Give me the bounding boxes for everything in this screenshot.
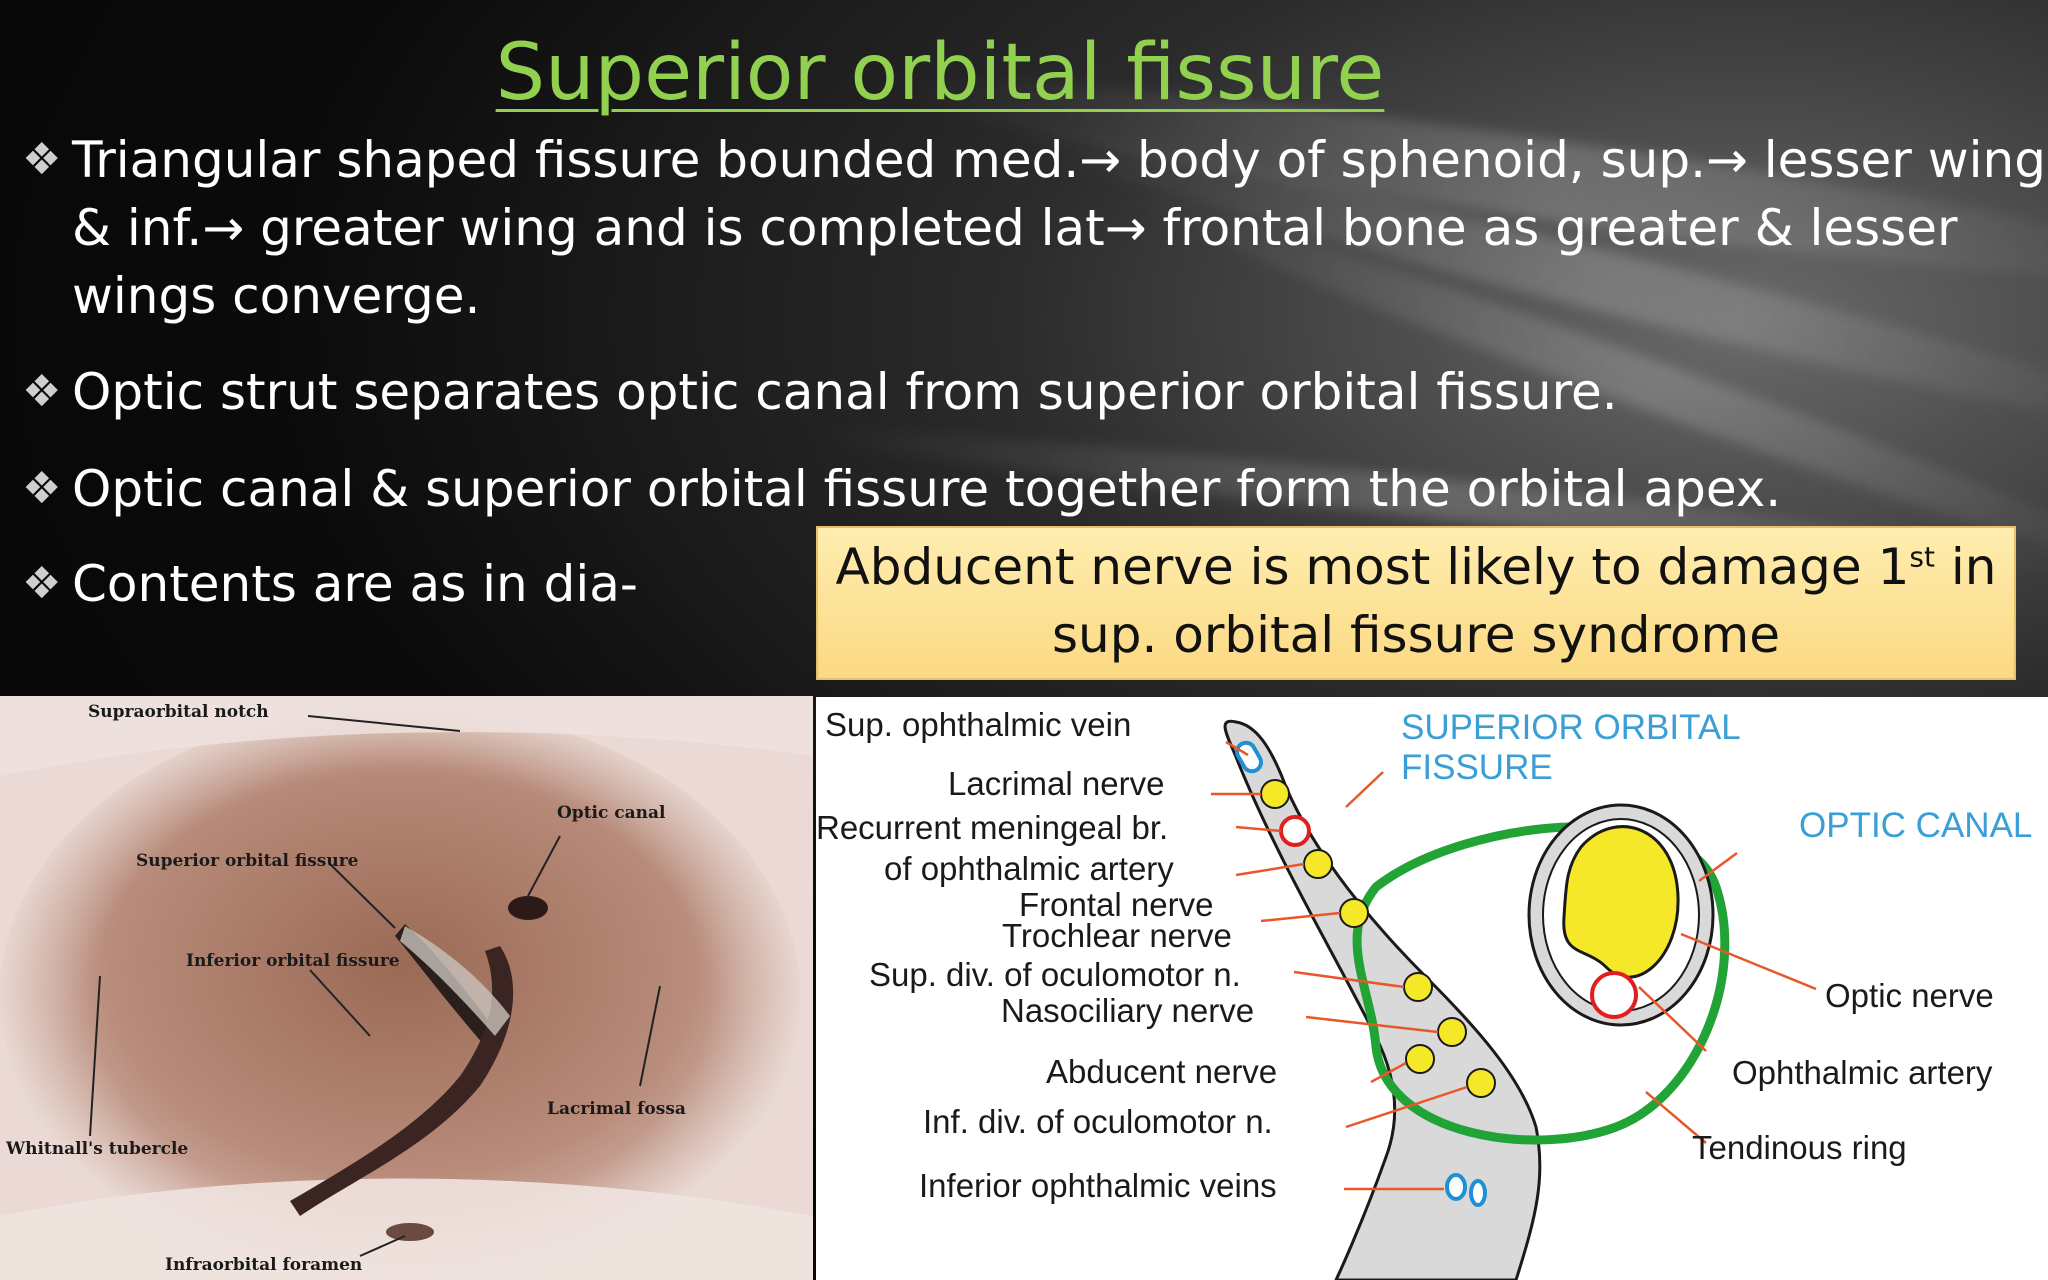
bullet-orbital-apex: ❖ Optic canal & superior orbital fissure… [22,455,2022,525]
photo-label-infraorbital-foramen: Infraorbital foramen [165,1255,362,1275]
fissure-diagram-illustration: Sup. ophthalmic vein Lacrimal nerve Recu… [816,706,2032,1280]
photo-label-superior-orbital-fissure: Superior orbital fissure [136,851,359,871]
bullet-contents: ❖ Contents are as in dia- [22,550,802,620]
bullet-optic-strut: ❖ Optic strut separates optic canal from… [22,358,2022,428]
photo-label-whitnalls-tubercle: Whitnall's tubercle [5,1139,188,1159]
orbit-photo: Supraorbital notch Optic canal Superior … [0,696,813,1280]
bullet-text-line: Optic canal & superior orbital fissure t… [72,460,1782,518]
label-lacrimal-nerve: Lacrimal nerve [948,765,1164,802]
label-recurrent-meningeal-1: Recurrent meningeal br. [816,809,1168,846]
photo-label-supraorbital-notch: Supraorbital notch [88,702,269,722]
label-sup-div-oculomotor: Sup. div. of oculomotor n. [869,956,1241,993]
label-optic-canal: OPTIC CANAL [1799,806,2032,845]
label-superior-orbital-fissure-1: SUPERIOR ORBITAL [1401,708,1741,747]
label-inf-div-oculomotor: Inf. div. of oculomotor n. [923,1103,1273,1140]
label-trochlear-nerve: Trochlear nerve [1002,917,1232,954]
photo-label-inferior-orbital-fissure: Inferior orbital fissure [186,951,400,971]
callout-line-1: Abducent nerve is most likely to damage … [835,538,1997,596]
bullet-text-line: Contents are as in dia- [72,555,638,613]
label-tendinous-ring: Tendinous ring [1692,1129,1907,1166]
label-ophthalmic-artery: Ophthalmic artery [1732,1054,1993,1091]
bullet-diamond-icon: ❖ [22,134,62,185]
callout-box: Abducent nerve is most likely to damage … [816,526,2016,680]
bullet-text-line: & inf.→ greater wing and is completed la… [72,199,1958,257]
label-nasociliary-nerve: Nasociliary nerve [1001,992,1254,1029]
label-recurrent-meningeal-2: of ophthalmic artery [884,850,1174,887]
callout-line-2: sup. orbital fissure syndrome [1051,606,1781,664]
label-frontal-nerve: Frontal nerve [1019,886,1213,923]
photo-label-lacrimal-fossa: Lacrimal fossa [547,1099,686,1119]
label-optic-nerve: Optic nerve [1825,977,1994,1014]
bullet-boundaries: ❖ Triangular shaped fissure bounded med.… [22,126,2048,336]
slide-title: Superior orbital fissure [495,28,1385,118]
bullet-diamond-icon: ❖ [22,463,62,514]
bullet-diamond-icon: ❖ [22,558,62,609]
label-inferior-ophthalmic-veins: Inferior ophthalmic veins [919,1167,1277,1204]
label-sup-ophthalmic-vein: Sup. ophthalmic vein [825,706,1131,743]
photo-label-optic-canal: Optic canal [557,803,666,823]
label-abducent-nerve: Abducent nerve [1046,1053,1277,1090]
bullet-text-line: Triangular shaped fissure bounded med.→ … [72,131,2048,189]
bullet-text-line: wings converge. [72,267,481,325]
orbit-photo-illustration: Supraorbital notch Optic canal Superior … [0,696,813,1280]
label-superior-orbital-fissure-2: FISSURE [1401,748,1553,787]
fissure-diagram: Sup. ophthalmic vein Lacrimal nerve Recu… [816,697,2048,1280]
bullet-text-line: Optic strut separates optic canal from s… [72,363,1618,421]
bullet-diamond-icon: ❖ [22,366,62,417]
